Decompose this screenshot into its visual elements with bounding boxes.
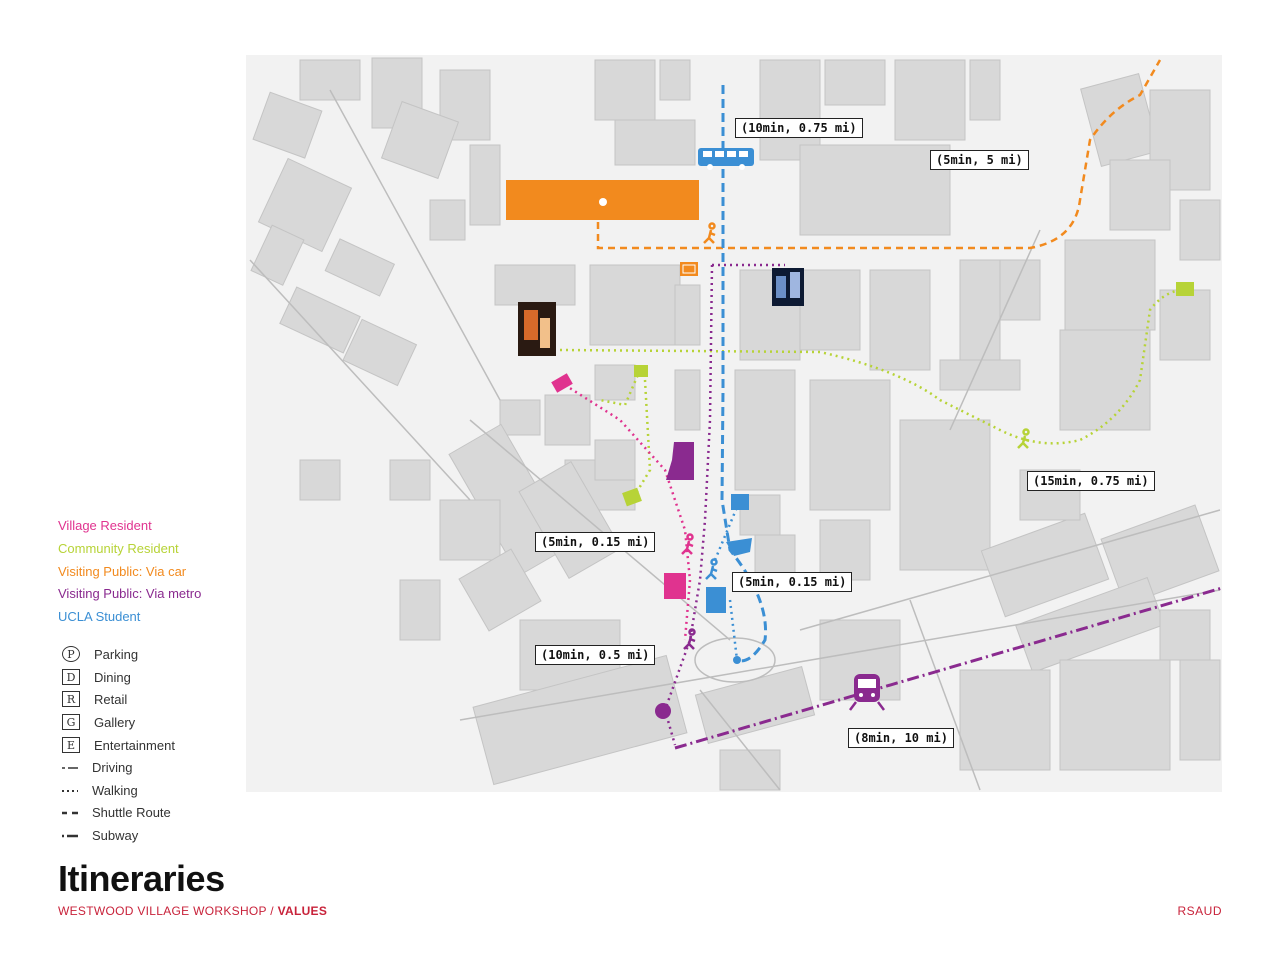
gallery-symbol-icon: G bbox=[62, 714, 80, 730]
legend-driving: Driving bbox=[62, 760, 132, 775]
map-base bbox=[246, 55, 1222, 792]
building-blocks bbox=[250, 57, 1221, 791]
legend-shuttle-route: Shuttle Route bbox=[62, 805, 171, 820]
legend-walking: Walking bbox=[62, 783, 138, 798]
legend-ucla-student: UCLA Student bbox=[58, 609, 141, 624]
legend-entertainment: E Entertainment bbox=[62, 737, 175, 753]
subway-line-icon bbox=[62, 834, 78, 837]
shuttle-line-icon bbox=[62, 811, 78, 814]
street-lines bbox=[249, 89, 1221, 791]
label-metro-walk-duration: (10min, 0.5 mi) bbox=[535, 645, 656, 665]
markers bbox=[551, 262, 1194, 719]
label-village-duration: (5min, 0.15 mi) bbox=[535, 532, 656, 552]
route-subway bbox=[674, 586, 1223, 750]
route-car bbox=[596, 59, 1162, 250]
legend-visiting-car: Visiting Public: Via car bbox=[58, 564, 187, 579]
legend-parking: P Parking bbox=[62, 646, 138, 662]
label-student-duration: (5min, 0.15 mi) bbox=[732, 572, 853, 592]
legend-retail: R Retail bbox=[62, 691, 127, 707]
subtitle-project: WESTWOOD VILLAGE WORKSHOP / bbox=[58, 904, 274, 918]
legend-dining: D Dining bbox=[62, 669, 131, 685]
label-community-duration: (15min, 0.75 mi) bbox=[1027, 471, 1155, 491]
route-village bbox=[564, 383, 692, 641]
legend-subway: Subway bbox=[62, 828, 138, 843]
legend-community-resident: Community Resident bbox=[58, 541, 179, 556]
dining-symbol-icon: D bbox=[62, 669, 80, 685]
label-car-duration: (5min, 5 mi) bbox=[930, 150, 1029, 170]
legend-village-resident: Village Resident bbox=[58, 518, 152, 533]
photo-thumbnail bbox=[518, 268, 804, 356]
page-title: Itineraries bbox=[58, 858, 225, 899]
subtitle-section: VALUES bbox=[277, 904, 328, 918]
legend-gallery: G Gallery bbox=[62, 714, 135, 730]
driving-line-icon bbox=[62, 766, 78, 769]
entertainment-symbol-icon: E bbox=[62, 737, 80, 753]
legend-visiting-metro: Visiting Public: Via metro bbox=[58, 586, 202, 601]
page-subtitle: WESTWOOD VILLAGE WORKSHOP / VALUES bbox=[58, 904, 327, 918]
train-icon bbox=[849, 674, 885, 711]
retail-symbol-icon: R bbox=[62, 691, 80, 707]
credit: RSAUD bbox=[1177, 904, 1222, 918]
label-subway-duration: (8min, 10 mi) bbox=[848, 728, 954, 748]
label-bus-duration: (10min, 0.75 mi) bbox=[735, 118, 863, 138]
walking-person-icon bbox=[681, 222, 1030, 650]
parking-symbol-icon: P bbox=[62, 646, 80, 662]
walking-line-icon bbox=[62, 789, 78, 792]
bus-icon bbox=[698, 148, 754, 170]
